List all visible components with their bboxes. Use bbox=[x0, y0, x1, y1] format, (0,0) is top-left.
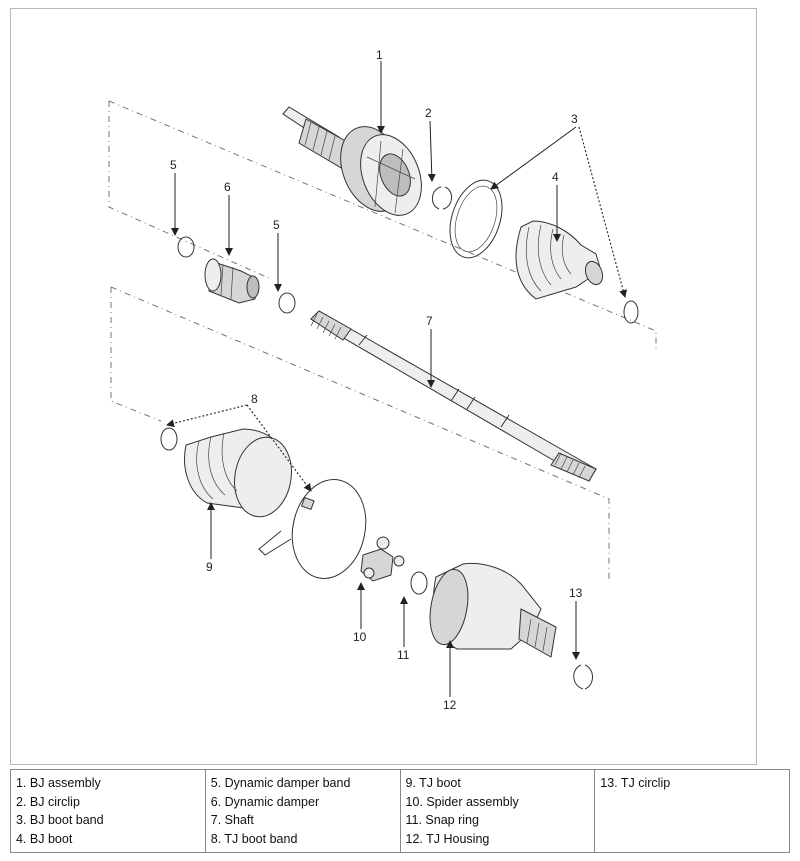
legend-item: 2. BJ circlip bbox=[16, 794, 80, 809]
legend-item: 8. TJ boot band bbox=[210, 831, 298, 846]
callout-7: 7 bbox=[426, 314, 433, 328]
bj-circlip bbox=[432, 186, 452, 210]
leader-8a bbox=[166, 404, 248, 428]
legend-column-1: 1. BJ assembly 2. BJ circlip 3. BJ boot … bbox=[11, 770, 206, 852]
legend-column-4: 13. TJ circlip bbox=[595, 770, 789, 852]
legend-item: 3. BJ boot band bbox=[16, 813, 104, 827]
leader-2 bbox=[427, 120, 436, 182]
legend-item: 5. Dynamic damper band bbox=[210, 776, 351, 790]
legend-item: 13. TJ circlip bbox=[600, 776, 671, 790]
callout-6: 6 bbox=[224, 180, 231, 194]
callout-5b: 5 bbox=[273, 218, 280, 232]
diagram-frame: 1 2 3 4 5 6 5 7 8 9 10 11 12 13 bbox=[10, 8, 757, 765]
snap-ring bbox=[410, 571, 428, 595]
bj-boot-band-large bbox=[449, 179, 503, 259]
legend-item: 4. BJ boot bbox=[16, 831, 73, 846]
bj-assembly bbox=[282, 106, 422, 216]
legend-item: 11. Snap ring bbox=[405, 813, 479, 827]
legend-item: 9. TJ boot bbox=[405, 776, 461, 790]
legend-item: 1. BJ assembly bbox=[16, 776, 101, 790]
leader-8b bbox=[246, 404, 312, 492]
legend-column-2: 5. Dynamic damper band 6. Dynamic damper… bbox=[206, 770, 401, 852]
callout-13: 13 bbox=[569, 586, 583, 600]
legend-item: 12. TJ Housing bbox=[405, 831, 490, 846]
callout-9: 9 bbox=[206, 560, 213, 574]
legend-item: 10. Spider assembly bbox=[405, 794, 519, 809]
tj-housing bbox=[429, 562, 557, 658]
callout-1: 1 bbox=[376, 48, 383, 62]
callout-12: 12 bbox=[443, 698, 457, 712]
bj-boot-band-small bbox=[623, 300, 639, 324]
callout-8: 8 bbox=[251, 392, 258, 406]
bj-boot bbox=[515, 220, 604, 300]
exploded-view-diagram: 1 2 3 4 5 6 5 7 8 9 10 11 12 13 bbox=[108, 48, 657, 712]
parts-legend-table: 1. BJ assembly 2. BJ circlip 3. BJ boot … bbox=[10, 769, 790, 853]
assembly-panel-upper bbox=[108, 100, 657, 349]
spider-assembly bbox=[360, 536, 405, 582]
tj-boot-band-small bbox=[160, 427, 178, 451]
callout-10: 10 bbox=[353, 630, 367, 644]
dynamic-damper-band-left bbox=[177, 236, 195, 258]
callout-5a: 5 bbox=[170, 158, 177, 172]
tj-circlip bbox=[573, 664, 593, 690]
legend-item: 7. Shaft bbox=[210, 813, 254, 827]
callout-2: 2 bbox=[425, 106, 432, 120]
assembly-panel-lower bbox=[110, 286, 610, 579]
legend-item: 6. Dynamic damper bbox=[210, 794, 320, 809]
callout-3: 3 bbox=[571, 112, 578, 126]
tj-boot-band-large bbox=[258, 479, 367, 579]
callout-11: 11 bbox=[397, 648, 410, 662]
dynamic-damper-band-right bbox=[278, 292, 296, 314]
callout-4: 4 bbox=[552, 170, 559, 184]
shaft bbox=[310, 310, 597, 482]
dynamic-damper bbox=[204, 258, 260, 304]
legend-column-3: 9. TJ boot 10. Spider assembly 11. Snap … bbox=[401, 770, 596, 852]
leader-3b bbox=[578, 126, 628, 298]
tj-boot bbox=[184, 428, 292, 518]
leader-3a bbox=[490, 126, 577, 190]
